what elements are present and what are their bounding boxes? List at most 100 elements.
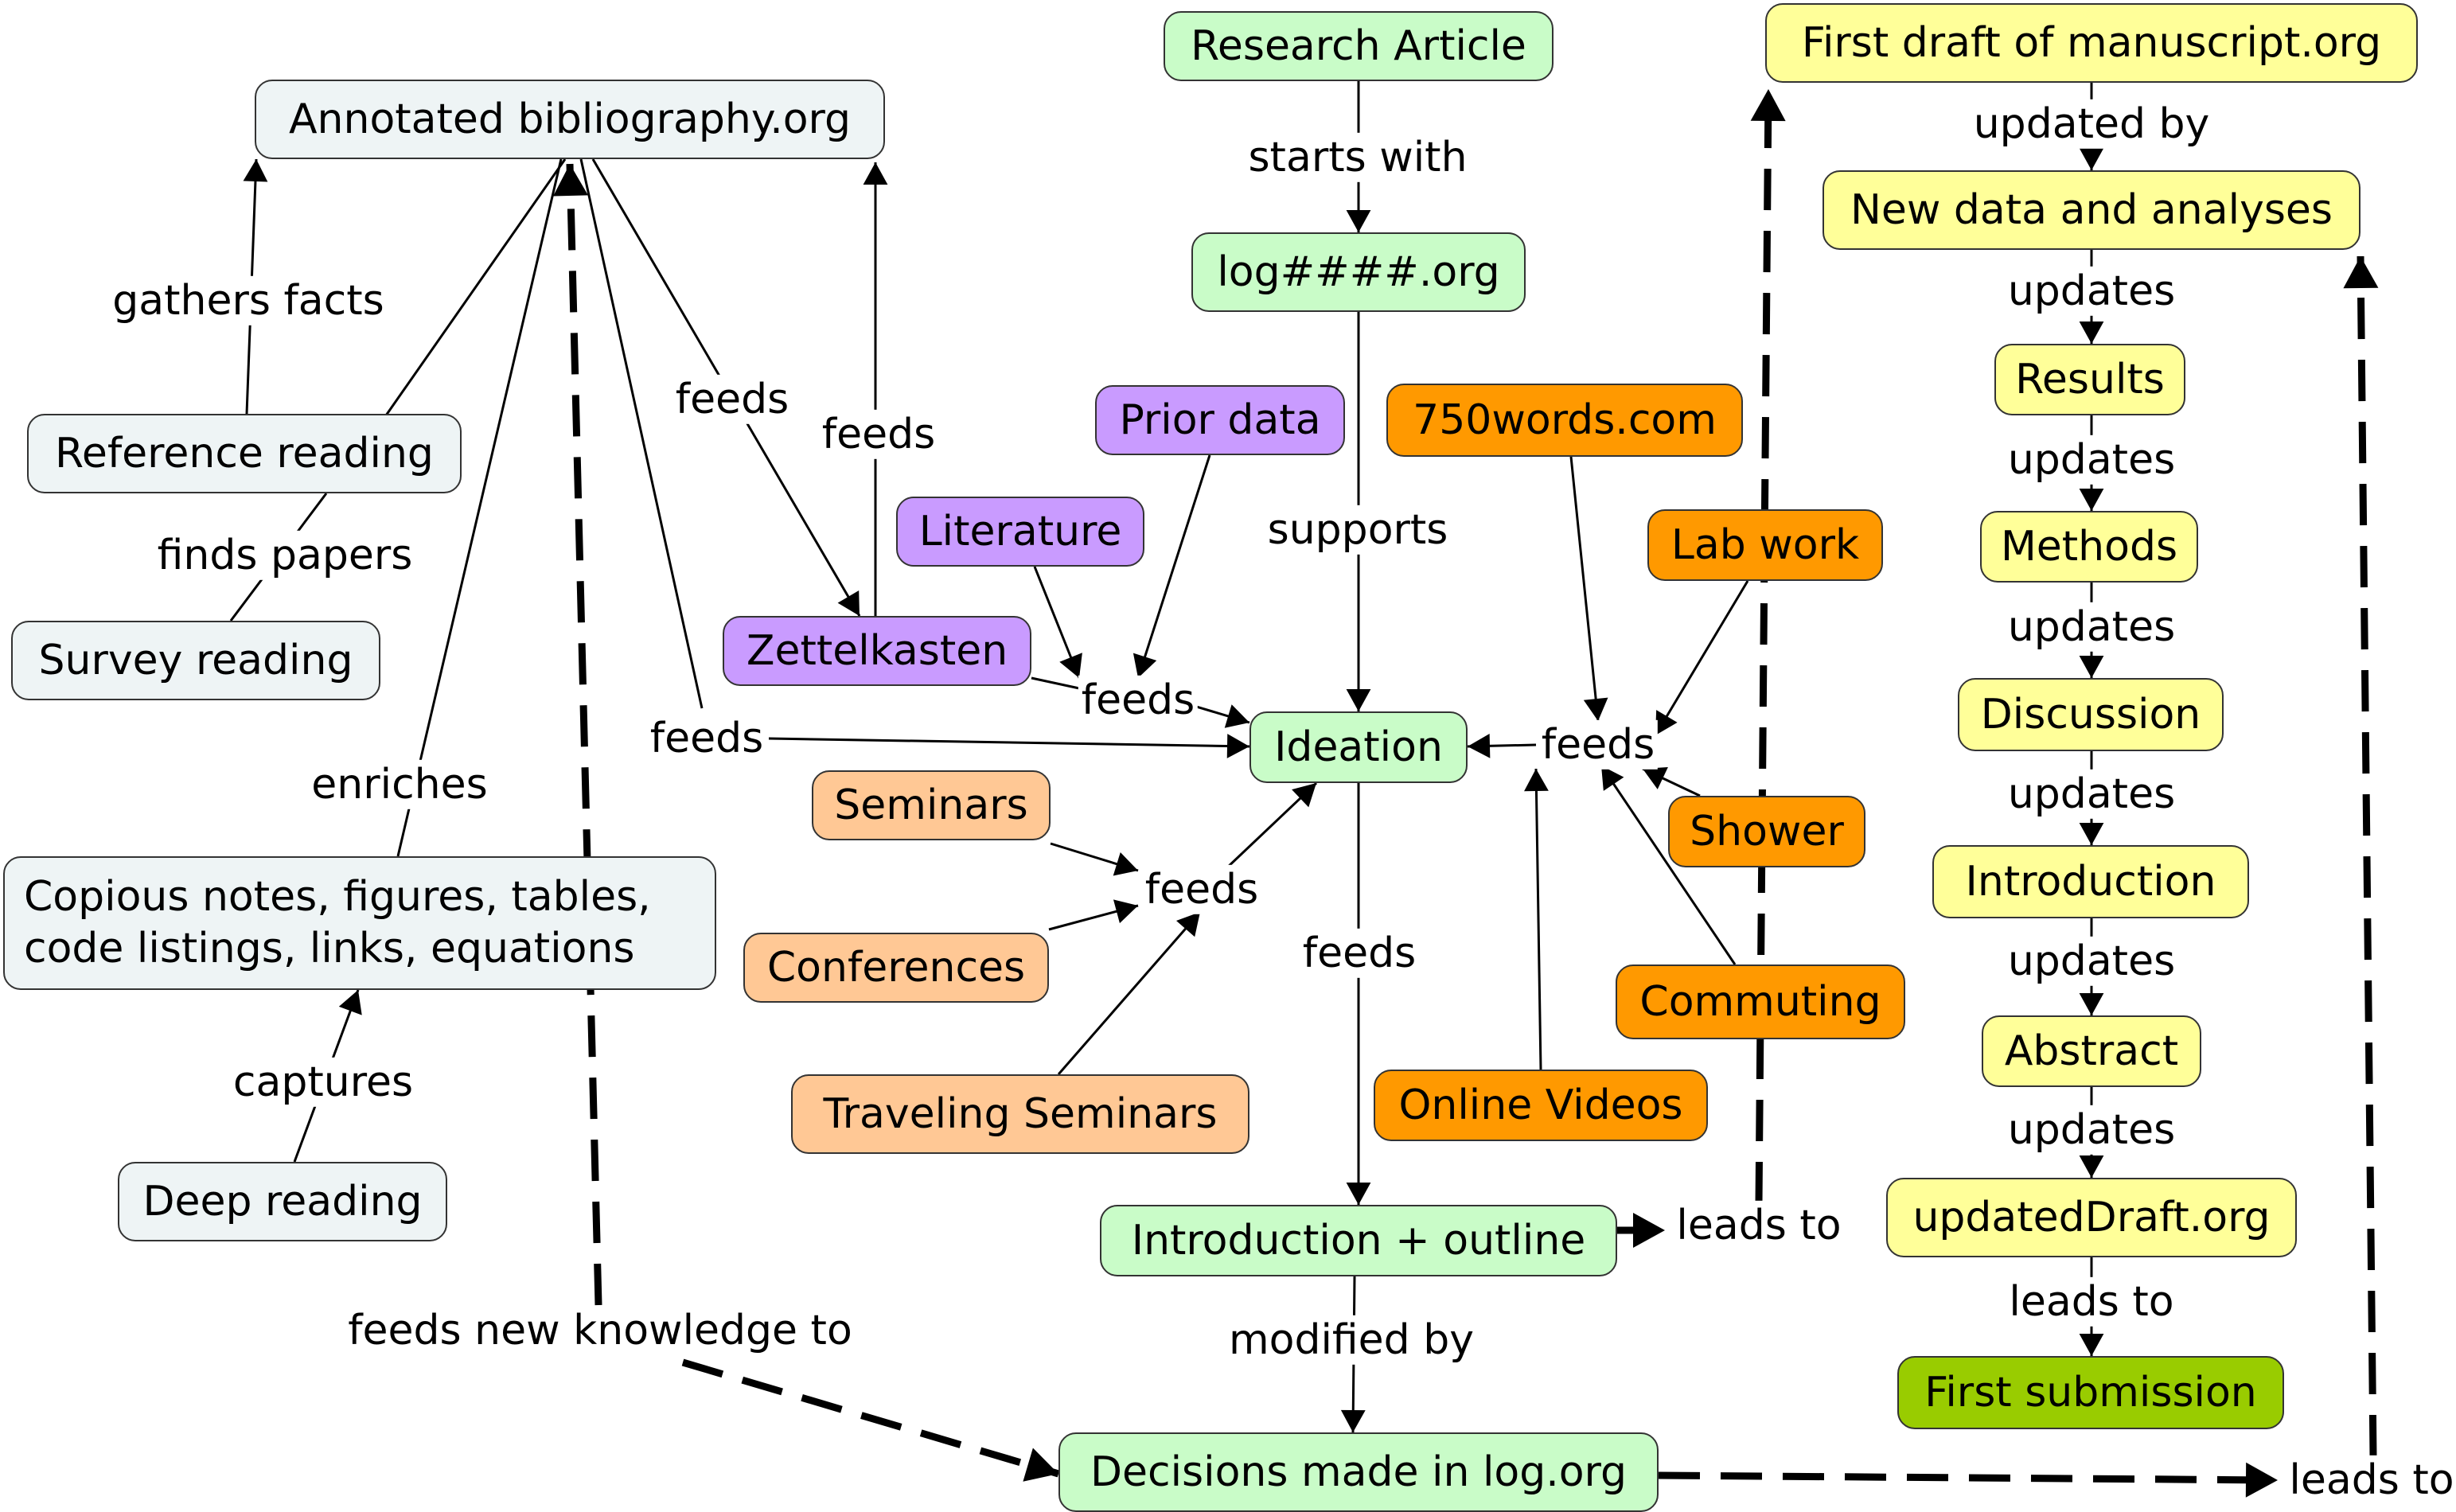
edge-copious-bib	[396, 158, 563, 857]
label-feeds-zettel-bib: feeds	[818, 409, 939, 460]
edge-dashed-new-knowledge-down	[681, 1358, 1060, 1478]
edge-feeds-ideation-arrowhead	[1226, 734, 1249, 758]
node-annotated-bibliography[interactable]: Annotated bibliography.org	[255, 80, 885, 159]
edge-draft-newdata-arrowhead	[2079, 148, 2104, 170]
node-online-videos[interactable]: Online Videos	[1374, 1070, 1708, 1141]
label-updates-4: updates	[2004, 769, 2179, 820]
label-updated-by: updated by	[1970, 99, 2213, 150]
edge-750-feeds-arrowhead	[1583, 697, 1608, 721]
edge-zettel-bib-arrowhead	[863, 162, 888, 185]
edge-dashed-intro-leads-arrowhead	[1633, 1213, 1665, 1248]
edge-intro-decisions-arrowhead	[1340, 1409, 1366, 1432]
label-feeds-lit-prior: feeds	[1078, 675, 1199, 726]
edge-traveling-feeds-arrowhead	[1175, 912, 1200, 937]
node-zettelkasten[interactable]: Zettelkasten	[723, 616, 1031, 686]
node-750words[interactable]: 750words.com	[1386, 384, 1743, 457]
edge-discussion-introduction-arrowhead	[2079, 823, 2104, 845]
label-updates-5: updates	[2004, 936, 2179, 987]
edge-ref-bib-left-arrowhead	[243, 159, 268, 182]
edge-dashed-new-knowledge-up	[566, 163, 602, 1306]
node-ideation[interactable]: Ideation	[1249, 711, 1468, 783]
node-reference-reading[interactable]: Reference reading	[27, 414, 462, 493]
node-lab-work[interactable]: Lab work	[1647, 509, 1883, 581]
node-methods[interactable]: Methods	[1980, 511, 2198, 583]
edge-videos-feeds-arrowhead	[1524, 769, 1549, 792]
edge-ref-bib-right	[384, 158, 567, 416]
edge-seminars-feeds-arrowhead	[1113, 852, 1138, 876]
edge-lab-feeds	[1654, 580, 1749, 736]
label-updates-6: updates	[2004, 1105, 2179, 1155]
edge-abstract-updateddraft-arrowhead	[2079, 1155, 2104, 1178]
edge-commuting-feeds	[1600, 765, 1737, 965]
label-starts-with: starts with	[1245, 132, 1471, 183]
node-intro-outline[interactable]: Introduction + outline	[1100, 1205, 1617, 1276]
label-feeds-new-knowledge: feeds new knowledge to	[345, 1305, 856, 1356]
edge-dashed-decisions-leads	[1658, 1471, 2279, 1484]
edge-traveling-feeds	[1057, 911, 1202, 1075]
edge-feeds-right-ideation-arrowhead	[1468, 733, 1491, 758]
label-captures: captures	[229, 1057, 417, 1108]
edge-newdata-results-arrowhead	[2079, 321, 2104, 344]
node-first-draft[interactable]: First draft of manuscript.org	[1765, 3, 2418, 83]
node-new-data[interactable]: New data and analyses	[1823, 170, 2360, 250]
edge-dashed-leads-newdata	[2357, 255, 2377, 1457]
node-survey-reading[interactable]: Survey reading	[11, 621, 380, 700]
label-finds-papers: finds papers	[154, 530, 416, 581]
node-abstract[interactable]: Abstract	[1982, 1015, 2201, 1087]
label-updates-3: updates	[2004, 602, 2179, 653]
node-decisions[interactable]: Decisions made in log.org	[1058, 1432, 1659, 1512]
node-results[interactable]: Results	[1994, 344, 2185, 415]
node-literature[interactable]: Literature	[896, 497, 1144, 567]
edge-prior-feeds	[1136, 454, 1211, 679]
edge-dashed-decisions-leads-arrowhead	[2245, 1462, 2278, 1498]
label-leads-to-submission: leads to	[2006, 1276, 2177, 1327]
node-introduction[interactable]: Introduction	[1932, 845, 2249, 918]
label-modified-by: modified by	[1226, 1315, 1477, 1366]
edge-bib-zettel-arrowhead	[837, 590, 860, 616]
edge-updateddraft-submission-arrowhead	[2079, 1334, 2104, 1356]
edge-dashed-new-knowledge-up-arrowhead	[553, 164, 588, 197]
edge-lit-feeds-arrowhead	[1059, 653, 1082, 678]
label-gathers-facts: gathers facts	[109, 275, 388, 326]
edge-commuting-feeds-arrowhead	[1601, 766, 1624, 791]
edge-dashed-leads-up-arrowhead	[1750, 89, 1786, 122]
node-deep-reading[interactable]: Deep reading	[118, 1162, 447, 1241]
node-research-article[interactable]: Research Article	[1164, 11, 1554, 81]
label-feeds-bib-zettel: feeds	[672, 374, 793, 425]
label-feeds-right: feeds	[1538, 719, 1659, 770]
edge-ideation-intro-arrowhead	[1346, 1183, 1371, 1205]
node-first-submission[interactable]: First submission	[1897, 1356, 2284, 1429]
edge-videos-feeds	[1534, 768, 1542, 1070]
edge-methods-discussion-arrowhead	[2079, 656, 2104, 678]
edge-feeds-ideation	[768, 737, 1250, 748]
node-discussion[interactable]: Discussion	[1958, 678, 2224, 751]
edge-prior-feeds-arrowhead	[1132, 653, 1157, 678]
node-updated-draft[interactable]: updatedDraft.org	[1886, 1178, 2297, 1257]
label-feeds-seminars: feeds	[1141, 864, 1262, 915]
label-leads-to-intro: leads to	[1673, 1200, 1845, 1251]
node-commuting[interactable]: Commuting	[1616, 964, 1905, 1039]
label-leads-to-decisions: leads to	[2286, 1455, 2456, 1506]
node-conferences[interactable]: Conferences	[743, 933, 1049, 1003]
node-shower[interactable]: Shower	[1668, 796, 1865, 867]
edge-deep-copious-arrowhead	[338, 990, 362, 1015]
label-feeds-bib-ideation: feeds	[646, 713, 767, 764]
edge-dashed-new-knowledge-down-arrowhead	[1023, 1448, 1058, 1482]
node-traveling-seminars[interactable]: Traveling Seminars	[791, 1074, 1249, 1154]
edge-lab-feeds-arrowhead	[1655, 710, 1678, 735]
label-updates-2: updates	[2004, 435, 2179, 485]
edge-introduction-abstract-arrowhead	[2079, 993, 2104, 1015]
node-seminars[interactable]: Seminars	[812, 770, 1051, 840]
label-supports: supports	[1264, 505, 1452, 555]
node-prior-data[interactable]: Prior data	[1095, 385, 1345, 455]
edge-conferences-feeds-arrowhead	[1113, 899, 1138, 924]
edge-log-ideation-arrowhead	[1346, 689, 1371, 711]
edge-750-feeds	[1569, 456, 1600, 722]
node-log-hash[interactable]: log####.org	[1191, 232, 1526, 312]
edge-dashed-leads-newdata-arrowhead	[2343, 256, 2379, 289]
edge-feeds-ideation-2-arrowhead	[1224, 704, 1249, 728]
label-updates-1: updates	[2004, 266, 2179, 317]
label-enriches: enriches	[308, 759, 491, 810]
node-copious-notes[interactable]: Copious notes, figures, tables, code lis…	[3, 856, 716, 990]
